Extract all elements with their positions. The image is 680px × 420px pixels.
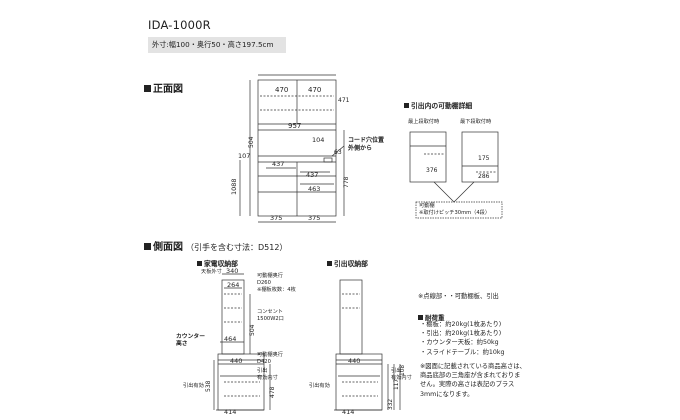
load-item: ・引出：約20kg(1枚あたり) [420,330,502,338]
dim-286: 286 [478,173,490,180]
square-bullet-icon [404,103,409,108]
square-bullet-icon [327,261,332,266]
dim-340: 340 [226,267,238,275]
dim-414-right: 414 [342,408,354,414]
dim-upper-h: 471 [338,97,350,104]
top-outer-label: 天板外寸 [201,269,222,275]
counter-height-label: カウンター 高さ [176,334,205,347]
dim-175: 175 [478,155,490,162]
dim-117: 117 [394,379,400,390]
load-title: 耐荷重 [418,312,445,322]
load-item: ・スライドテーブル：約10kg [420,348,505,356]
left-drawer-label: 引出 有効内寸 [257,368,278,381]
detail-heading: 引出内の可動棚詳細 [404,100,472,110]
dim-top-right: 470 [308,86,321,94]
appliance-section-title: 家電収納部 [197,258,238,268]
dim-inner-w: 957 [288,122,301,130]
load-item: ・棚板：約20kg(1枚あたり) [420,321,502,328]
outlet-label: コンセント 1500W2口 [257,309,284,322]
dim-63: 63 [334,149,342,156]
dim-107: 107 [238,152,250,160]
load-list: ・棚板：約20kg(1枚あたり) ・引出：約20kg(1枚あたり) ・カウンター… [420,320,505,357]
dim-478: 478 [269,386,276,398]
dim-440-right: 440 [348,357,360,365]
model-title: IDA-1000R [148,18,211,32]
dim-414-left: 414 [224,408,236,414]
right-bottom-label: 引出有効 [309,383,330,389]
dim-437b: 437 [306,171,318,179]
height-disclaimer: ※図面に記載されている商品高さは、 商品底部の三角座が含まれておりま せん。実際… [420,363,526,398]
right-drawer-label: 引出 有効内寸 [391,368,412,381]
dim-332: 332 [388,399,394,410]
side-view-right-drawing: 440 414 332 117 108 [334,279,406,414]
dim-464: 464 [224,335,236,343]
shelf-depth-label: 可動棚奥行 D260 ※棚板枚数：4枚 [257,273,296,293]
dim-538: 538 [205,380,212,392]
dim-437a: 437 [272,160,284,168]
side-view-left-drawing: 340 264 504 464 440 414 538 478 [205,267,276,414]
dim-bot-right: 375 [308,214,320,222]
square-bullet-icon [144,243,151,250]
dim-440-left: 440 [230,357,242,365]
side-view-heading: 側面図（引手を含む寸法：D512） [144,238,287,253]
dim-total-h: 1088 [230,178,238,195]
drawer-section-title: 引出収納部 [327,258,368,268]
detail-right-label: 最下段取付時 [460,119,492,125]
dim-463: 463 [308,185,320,193]
slide-depth-label: 可動棚奥行 D420 [257,352,283,365]
front-view-drawing: 470 470 471 957 504 104 107 437 437 463 … [230,74,350,223]
load-item: ・カウンター天板：約50kg [420,339,499,347]
left-bottom-label: 引出有効 [183,383,204,389]
detail-note: 可動棚 ※取付けピッチ30mm（4段） [419,203,491,216]
dim-104: 104 [312,136,324,144]
dim-top-left: 470 [275,86,288,94]
square-bullet-icon [144,85,151,92]
dim-264: 264 [227,281,239,289]
detail-left-label: 最上段取付時 [408,119,440,125]
dim-376: 376 [426,167,438,174]
detail-drawing: 376 175 286 [409,131,503,219]
cord-hole-label: コード穴位置 外側から [348,137,385,152]
dim-mid-h: 504 [248,136,255,148]
dim-778: 778 [343,176,350,188]
square-bullet-icon [418,315,423,320]
square-bullet-icon [197,261,202,266]
dim-108: 108 [400,365,406,376]
dim-504-side: 504 [249,324,256,336]
dotted-line-note: ※点線部・・可動棚板、引出 [418,293,499,300]
dim-bot-left: 375 [270,214,282,222]
front-view-heading: 正面図 [144,80,183,95]
spec-bar: 外寸:幅100・奥行50・高さ197.5cm [148,37,286,53]
